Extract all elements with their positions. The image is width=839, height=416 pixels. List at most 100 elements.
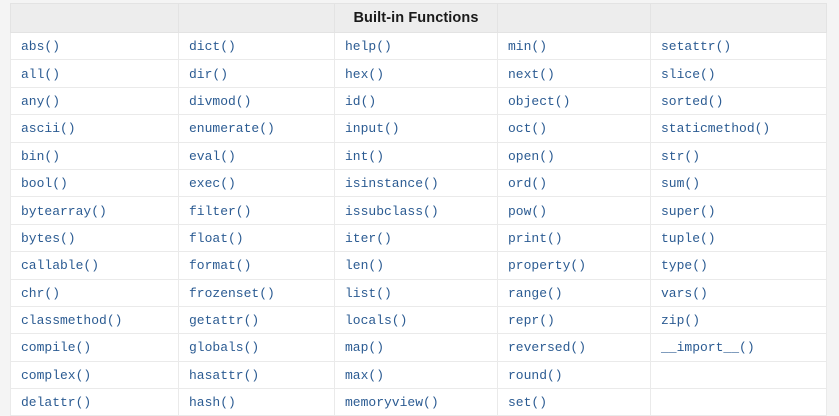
table-title: Built-in Functions <box>334 3 498 33</box>
table-row: chr() frozenset() list() range() vars() <box>10 278 827 307</box>
builtin-function-link[interactable]: any() <box>21 93 61 109</box>
builtin-function-link[interactable]: property() <box>508 258 587 274</box>
builtin-function-link[interactable]: list() <box>345 285 392 301</box>
builtin-function-link[interactable]: int() <box>345 148 385 164</box>
builtin-function-link[interactable]: oct() <box>508 121 548 137</box>
table-cell: object() <box>497 86 651 116</box>
table-header-cell-4 <box>497 3 651 33</box>
builtin-function-link[interactable]: __import__() <box>661 340 755 356</box>
builtin-function-link[interactable]: map() <box>345 340 385 356</box>
builtin-function-link[interactable]: min() <box>508 39 548 55</box>
table-row: bytes() float() iter() print() tuple() <box>10 223 827 253</box>
builtin-function-link[interactable]: chr() <box>21 285 61 301</box>
builtin-function-link[interactable]: hash() <box>189 395 236 411</box>
builtin-function-link[interactable]: tuple() <box>661 230 716 246</box>
builtin-function-link[interactable]: slice() <box>661 66 716 82</box>
builtin-function-link[interactable]: str() <box>661 148 701 164</box>
table-cell: hash() <box>178 388 335 416</box>
builtin-function-link[interactable]: globals() <box>189 340 260 356</box>
table-cell: property() <box>497 251 651 280</box>
builtin-function-link[interactable]: delattr() <box>21 395 92 411</box>
table-cell: repr() <box>497 305 651 335</box>
table-cell: vars() <box>650 278 827 307</box>
builtin-function-link[interactable]: sum() <box>661 176 701 192</box>
table-cell: next() <box>497 59 651 88</box>
builtin-function-link[interactable]: ord() <box>508 176 548 192</box>
builtin-function-link[interactable]: enumerate() <box>189 121 275 137</box>
builtin-function-link[interactable]: input() <box>345 121 400 137</box>
table-cell: int() <box>334 141 498 170</box>
table-cell: globals() <box>178 333 335 362</box>
builtin-function-link[interactable]: compile() <box>21 340 92 356</box>
builtin-function-link[interactable]: round() <box>508 367 563 383</box>
table-row: bytearray() filter() issubclass() pow() supe… <box>10 196 827 225</box>
builtin-function-link[interactable]: hasattr() <box>189 367 260 383</box>
builtin-function-link[interactable]: sorted() <box>661 93 724 109</box>
table-body: abs() dict() help() min() setattr() all() dir(… <box>10 31 827 416</box>
builtin-function-link[interactable]: bytearray() <box>21 203 107 219</box>
builtin-function-link[interactable]: eval() <box>189 148 236 164</box>
builtin-function-link[interactable]: max() <box>345 367 385 383</box>
builtin-function-link[interactable]: next() <box>508 66 555 82</box>
table-cell: getattr() <box>178 305 335 335</box>
builtin-function-link[interactable]: isinstance() <box>345 176 439 192</box>
builtin-function-link[interactable]: ascii() <box>21 121 76 137</box>
table-cell: print() <box>497 223 651 253</box>
builtin-function-link[interactable]: repr() <box>508 313 555 329</box>
table-cell: setattr() <box>650 31 827 61</box>
table-header-cell-5 <box>650 3 827 33</box>
builtin-function-link[interactable]: pow() <box>508 203 548 219</box>
table-cell: locals() <box>334 305 498 335</box>
builtin-function-link[interactable]: float() <box>189 230 244 246</box>
builtin-function-link[interactable]: dict() <box>189 39 236 55</box>
table-row: complex() hasattr() max() round() <box>10 360 827 390</box>
table-cell: hex() <box>334 59 498 88</box>
builtin-function-link[interactable]: range() <box>508 285 563 301</box>
builtin-function-link[interactable]: complex() <box>21 367 92 383</box>
builtin-function-link[interactable]: filter() <box>189 203 252 219</box>
builtin-function-link[interactable]: id() <box>345 93 377 109</box>
table-cell: enumerate() <box>178 114 335 143</box>
builtin-function-link[interactable]: getattr() <box>189 313 260 329</box>
builtin-function-link[interactable]: hex() <box>345 66 385 82</box>
builtin-function-link[interactable]: classmethod() <box>21 313 123 329</box>
builtin-function-link[interactable]: memoryview() <box>345 395 439 411</box>
builtin-function-link[interactable]: bool() <box>21 176 68 192</box>
builtin-function-link[interactable]: callable() <box>21 258 100 274</box>
builtin-function-link[interactable]: exec() <box>189 176 236 192</box>
table-cell: id() <box>334 86 498 116</box>
builtin-function-link[interactable]: set() <box>508 395 548 411</box>
builtin-function-link[interactable]: abs() <box>21 39 61 55</box>
table-cell: compile() <box>10 333 179 362</box>
builtin-function-link[interactable]: divmod() <box>189 93 252 109</box>
builtin-function-link[interactable]: open() <box>508 148 555 164</box>
builtin-function-link[interactable]: super() <box>661 203 716 219</box>
builtin-function-link[interactable]: staticmethod() <box>661 121 771 137</box>
builtin-function-link[interactable]: format() <box>189 258 252 274</box>
builtin-function-link[interactable]: dir() <box>189 66 229 82</box>
builtin-function-link[interactable]: issubclass() <box>345 203 439 219</box>
builtin-function-link[interactable]: type() <box>661 258 708 274</box>
builtin-function-link[interactable]: frozenset() <box>189 285 275 301</box>
builtin-function-link[interactable]: setattr() <box>661 39 732 55</box>
builtin-function-link[interactable]: help() <box>345 39 392 55</box>
table-cell: pow() <box>497 196 651 225</box>
builtin-function-link[interactable]: vars() <box>661 285 708 301</box>
table-cell: map() <box>334 333 498 362</box>
table-cell: type() <box>650 251 827 280</box>
builtin-function-link[interactable]: print() <box>508 230 563 246</box>
builtin-function-link[interactable]: object() <box>508 93 571 109</box>
builtin-function-link[interactable]: len() <box>345 258 385 274</box>
builtin-function-link[interactable]: iter() <box>345 230 392 246</box>
builtin-function-link[interactable]: locals() <box>345 313 408 329</box>
table-cell-empty <box>650 360 827 390</box>
builtin-function-link[interactable]: zip() <box>661 313 701 329</box>
table-cell: memoryview() <box>334 388 498 416</box>
table-header-cell-1 <box>10 3 179 33</box>
builtin-function-link[interactable]: all() <box>21 66 61 82</box>
table-cell: bytearray() <box>10 196 179 225</box>
builtin-function-link[interactable]: bin() <box>21 148 61 164</box>
builtin-function-link[interactable]: bytes() <box>21 230 76 246</box>
builtin-function-link[interactable]: reversed() <box>508 340 587 356</box>
